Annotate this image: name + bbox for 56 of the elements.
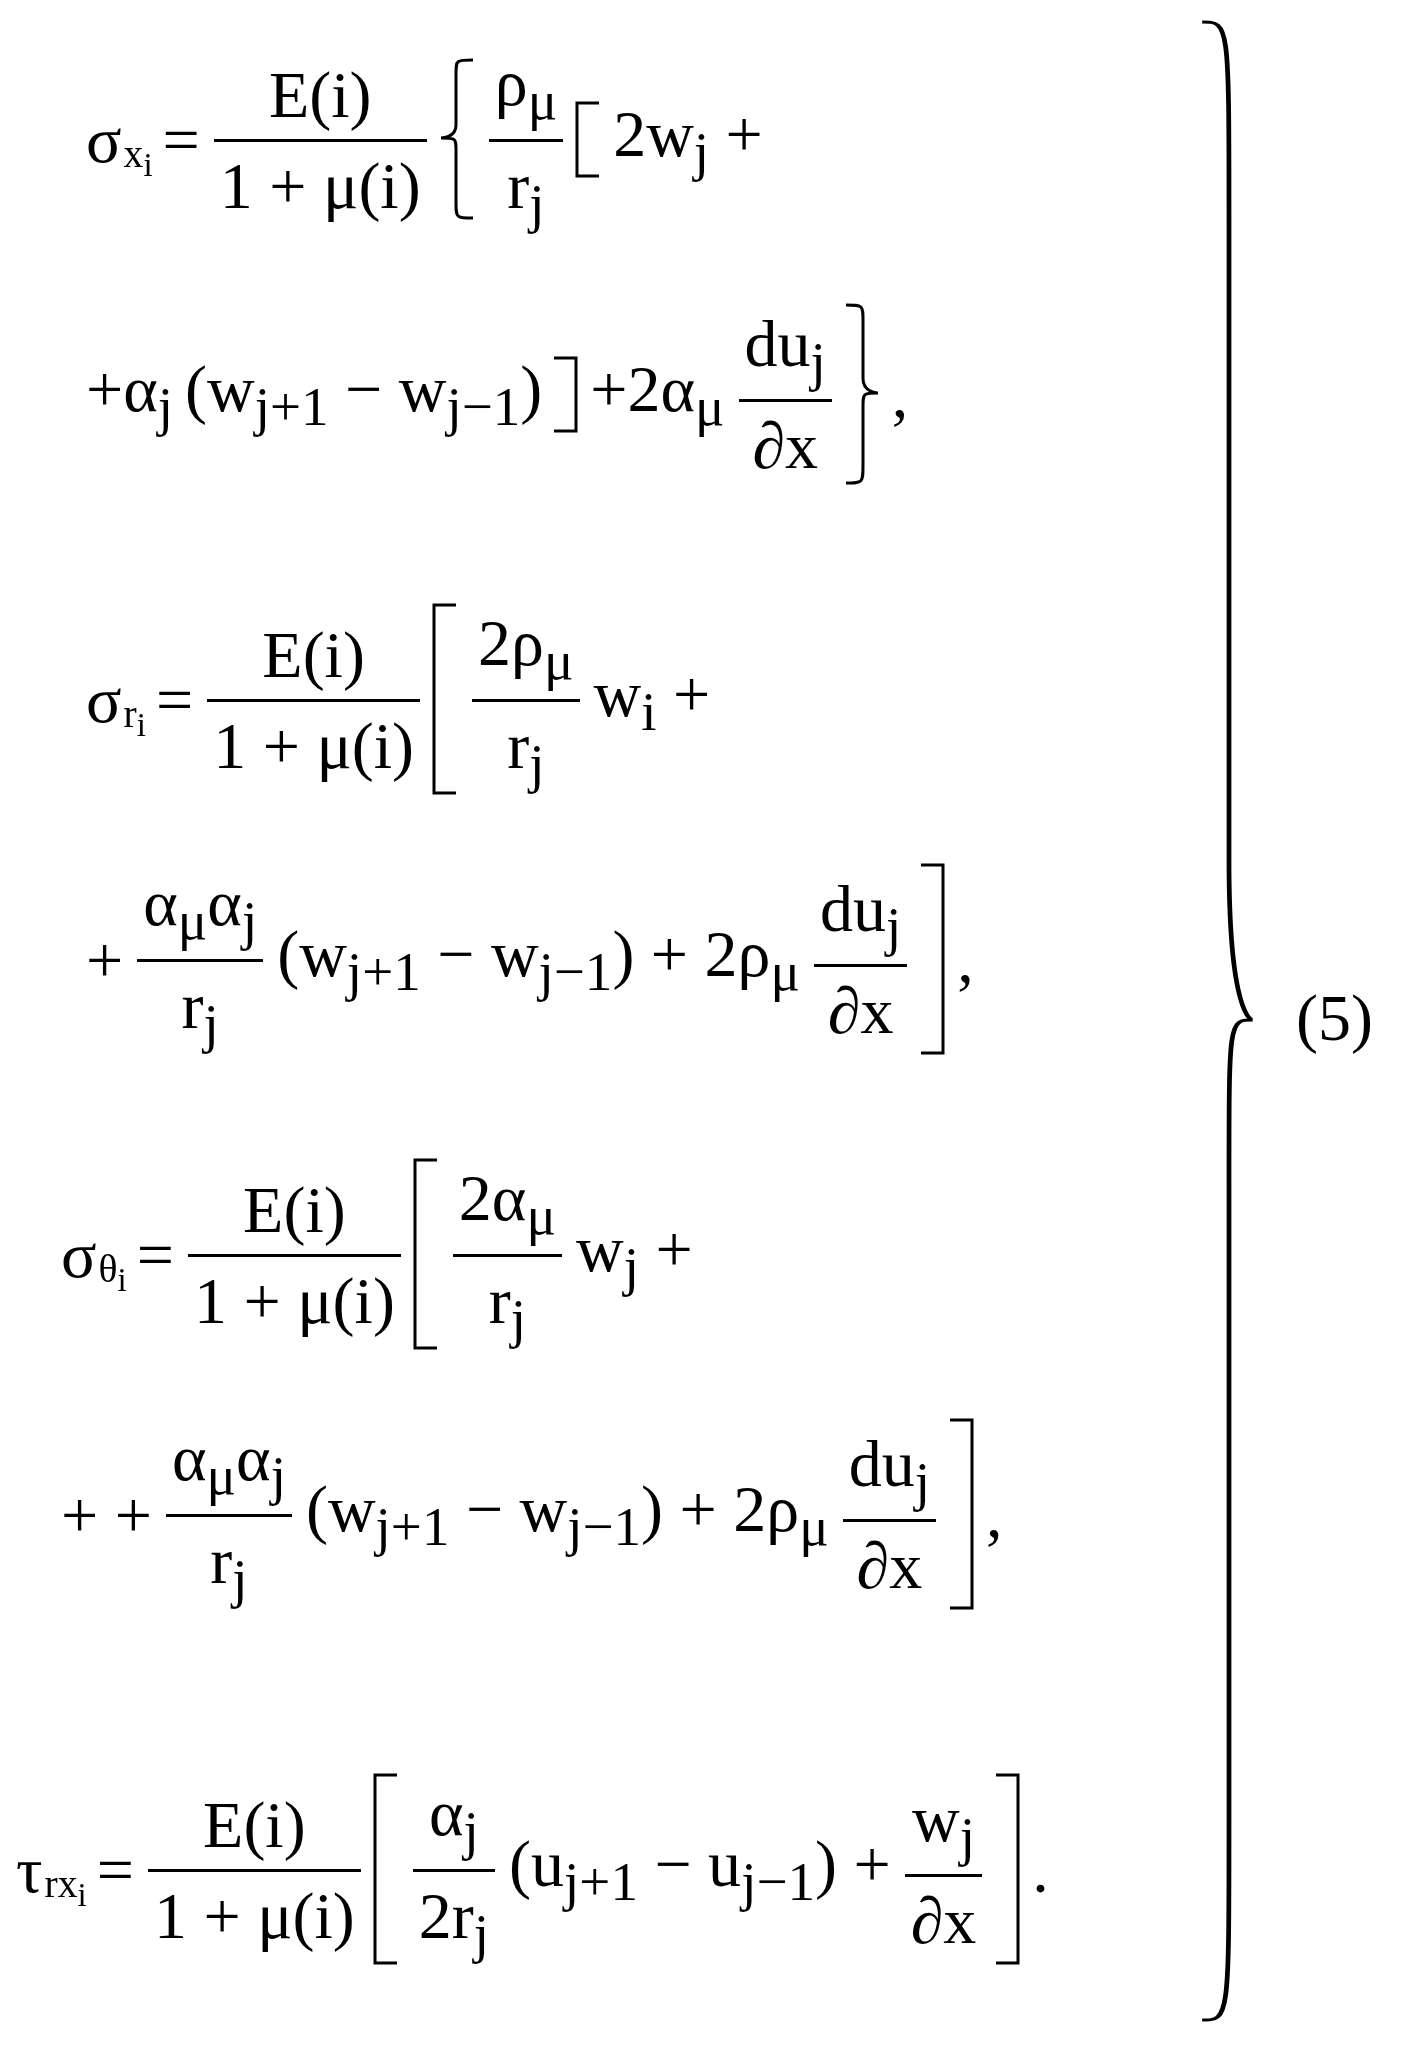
denominator: 1 + μ(i) bbox=[193, 1262, 395, 1339]
numerator: E(i) bbox=[268, 56, 372, 133]
denominator: 1 + μ(i) bbox=[219, 147, 421, 224]
numerator: 2α$_{μ}$ bbox=[458, 1160, 556, 1248]
equals-sign: = bbox=[136, 1217, 174, 1293]
math-term: + bbox=[86, 922, 124, 998]
numerator: du$_{j}$ bbox=[848, 1425, 930, 1514]
numerator: α$_{j}$ bbox=[429, 1775, 479, 1863]
math-term: , bbox=[891, 357, 909, 433]
subscript: x$_{i}$ bbox=[123, 131, 153, 185]
math-term: , bbox=[986, 1477, 1003, 1553]
denominator: r$_{j}$ bbox=[210, 1522, 248, 1610]
math-term: w$_{i}$ + bbox=[593, 656, 711, 744]
math-term: . bbox=[1032, 1832, 1049, 1908]
math-term: 2w$_{j}$ + bbox=[613, 96, 763, 184]
numerator: 2ρ$_{μ}$ bbox=[478, 605, 574, 693]
denominator: ∂x bbox=[827, 973, 894, 1050]
numerator: w$_{j}$ bbox=[911, 1780, 975, 1869]
denominator: ∂x bbox=[752, 408, 818, 485]
math-term: + + bbox=[61, 1477, 152, 1553]
math-term: (w$_{j+1}$ − w$_{j−1}$) + 2ρ$_{μ}$ bbox=[277, 916, 800, 1004]
subscript: r$_{i}$ bbox=[123, 691, 146, 745]
numerator: du$_{j}$ bbox=[744, 305, 826, 394]
math-symbol: σ bbox=[86, 662, 122, 738]
numerator: α$_{μ}$α$_{j}$ bbox=[171, 1420, 286, 1508]
math-term: (w$_{j+1}$ − w$_{j−1}$) + 2ρ$_{μ}$ bbox=[305, 1471, 829, 1559]
numerator: E(i) bbox=[203, 1786, 306, 1863]
math-symbol: σ bbox=[86, 102, 122, 178]
denominator: 1 + μ(i) bbox=[213, 707, 415, 784]
subscript: θ$_{i}$ bbox=[98, 1246, 127, 1300]
numerator: α$_{μ}$α$_{j}$ bbox=[143, 865, 258, 953]
math-term: , bbox=[957, 922, 974, 998]
denominator: ∂x bbox=[856, 1528, 923, 1605]
denominator: ∂x bbox=[910, 1883, 977, 1960]
math-term: (u$_{j+1}$ − u$_{j−1}$) + bbox=[509, 1826, 891, 1914]
numerator: E(i) bbox=[262, 616, 365, 693]
equals-sign: = bbox=[162, 102, 200, 178]
math-symbol: τ bbox=[16, 1832, 43, 1908]
math-term: +α$_{j}$ bbox=[86, 351, 174, 439]
math-term: w$_{j}$ + bbox=[575, 1211, 693, 1299]
denominator: r$_{j}$ bbox=[181, 967, 219, 1055]
denominator: 2r$_{j}$ bbox=[418, 1877, 490, 1965]
math-symbol: σ bbox=[61, 1217, 97, 1293]
numerator: E(i) bbox=[243, 1171, 346, 1248]
numerator: du$_{j}$ bbox=[820, 870, 902, 959]
equals-sign: = bbox=[155, 662, 194, 738]
denominator: r$_{j}$ bbox=[488, 1262, 527, 1350]
equation-number: (5) bbox=[1296, 980, 1373, 1056]
math-term: (w$_{j+1}$ − w$_{j−1}$) bbox=[185, 351, 543, 439]
numerator: ρ$_{μ}$ bbox=[494, 45, 558, 133]
denominator: r$_{j}$ bbox=[507, 147, 545, 235]
equals-sign: = bbox=[96, 1832, 134, 1908]
math-term: +2α$_{μ}$ bbox=[590, 351, 725, 439]
denominator: r$_{j}$ bbox=[507, 707, 545, 795]
subscript: rx$_{i}$ bbox=[44, 1861, 87, 1915]
denominator: 1 + μ(i) bbox=[153, 1877, 355, 1954]
